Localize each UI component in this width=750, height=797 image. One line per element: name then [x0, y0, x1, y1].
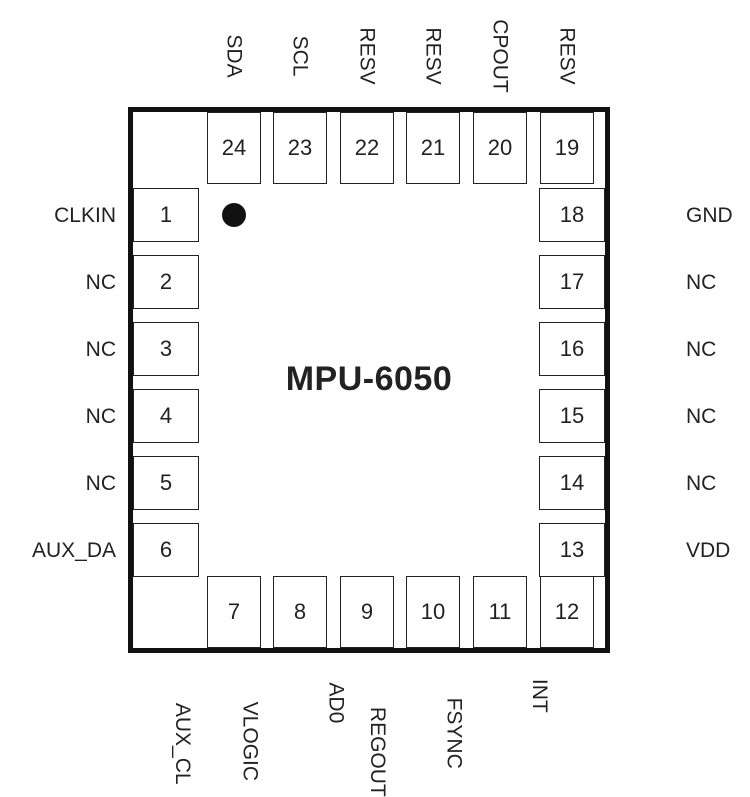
pin-label-22: RESV: [355, 27, 379, 85]
pin-label-10: REGOUT: [366, 706, 390, 797]
pin-pad-8: 8: [273, 576, 327, 648]
pin-label-6: AUX_DA: [31, 539, 116, 562]
pin-label-3: NC: [85, 338, 116, 361]
pin-pad-15: 15: [539, 389, 605, 443]
pin-label-18: GND: [686, 204, 733, 227]
chip-package: [128, 107, 610, 653]
pin-pad-7: 7: [207, 576, 261, 648]
pin-label-4: NC: [85, 405, 116, 428]
pin-label-24: SDA: [222, 34, 246, 78]
pin-pad-17: 17: [539, 255, 605, 309]
pin-pad-19: 19: [540, 112, 594, 184]
pin-pad-10: 10: [406, 576, 460, 648]
pin-pad-21: 21: [406, 112, 460, 184]
pin-label-17: NC: [686, 271, 717, 294]
pin-label-7: AUX_CL: [171, 702, 195, 785]
pin-label-13: VDD: [686, 539, 731, 562]
pin-label-9: AD0: [324, 682, 348, 724]
pin1-marker-dot: [222, 203, 246, 227]
pin-pad-24: 24: [207, 112, 261, 184]
pin-pad-5: 5: [133, 456, 199, 510]
pin-label-5: NC: [85, 472, 116, 495]
pin-label-12: INT: [528, 678, 552, 713]
pin-label-11: FSYNC: [442, 697, 466, 769]
pin-label-16: NC: [686, 338, 717, 361]
pin-pad-16: 16: [539, 322, 605, 376]
pin-label-20: CPOUT: [488, 19, 512, 93]
pin-pad-1: 1: [133, 188, 199, 242]
pin-label-2: NC: [85, 271, 116, 294]
pin-label-1: CLKIN: [54, 204, 116, 227]
pin-pad-2: 2: [133, 255, 199, 309]
pin-pad-13: 13: [539, 523, 605, 577]
pin-label-23: SCL: [288, 35, 312, 77]
pin-pad-20: 20: [473, 112, 527, 184]
pin-pad-22: 22: [340, 112, 394, 184]
pin-label-14: NC: [686, 472, 717, 495]
pin-label-15: NC: [686, 405, 717, 428]
pin-label-19: RESV: [555, 27, 579, 85]
pin-pad-12: 12: [540, 576, 594, 648]
pin-pad-3: 3: [133, 322, 199, 376]
pin-pad-14: 14: [539, 456, 605, 510]
pin-pad-11: 11: [473, 576, 527, 648]
pin-label-21: RESV: [421, 27, 445, 85]
pin-pad-6: 6: [133, 523, 199, 577]
chip-title: MPU-6050: [285, 360, 453, 398]
pin-pad-23: 23: [273, 112, 327, 184]
pin-pad-18: 18: [539, 188, 605, 242]
pin-pad-4: 4: [133, 389, 199, 443]
pin-pad-9: 9: [340, 576, 394, 648]
pin-label-8: VLOGIC: [238, 701, 262, 782]
